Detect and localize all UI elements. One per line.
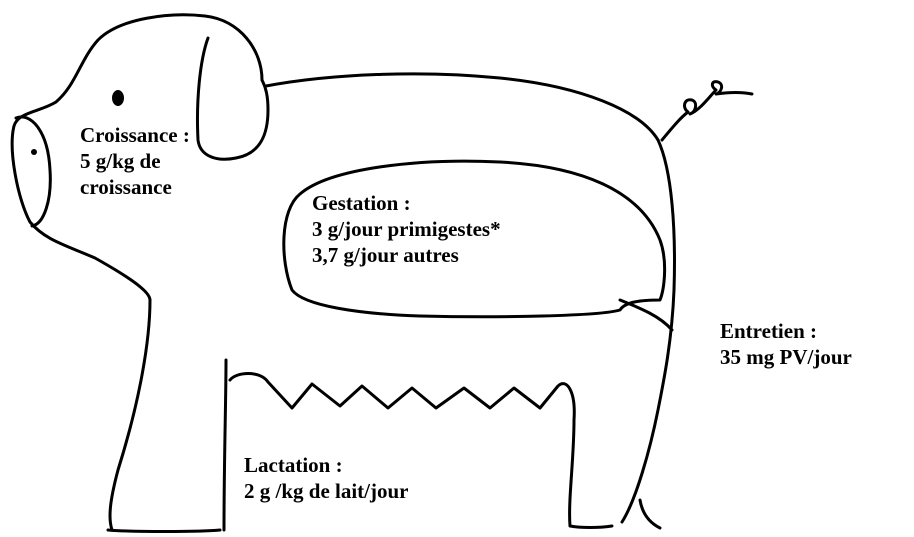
pig-snout-outline <box>16 117 50 226</box>
pig-udder-outline <box>230 374 574 421</box>
croissance-label: Croissance : 5 g/kg de croissance <box>80 122 190 200</box>
lactation-title: Lactation : <box>244 452 409 478</box>
lactation-line1: 2 g /kg de lait/jour <box>244 478 409 504</box>
entretien-line1: 35 mg PV/jour <box>720 344 852 370</box>
pig-tail <box>662 82 752 140</box>
pig-rear-leg-outline <box>640 500 660 528</box>
gestation-title: Gestation : <box>312 190 501 216</box>
croissance-title: Croissance : <box>80 122 190 148</box>
entretien-label: Entretien : 35 mg PV/jour <box>720 318 852 370</box>
pig-eye <box>112 90 124 106</box>
gestation-line1: 3 g/jour primigestes* <box>312 216 501 242</box>
pig-nostril <box>31 149 37 155</box>
pig-back-outline <box>266 74 658 140</box>
entretien-title: Entretien : <box>720 318 852 344</box>
pig-front-foot <box>108 530 220 532</box>
pig-hind-leg-inner <box>570 420 612 528</box>
gestation-line2: 3,7 g/jour autres <box>312 242 501 268</box>
croissance-line1: 5 g/kg de <box>80 148 190 174</box>
gestation-label: Gestation : 3 g/jour primigestes* 3,7 g/… <box>312 190 501 268</box>
croissance-line2: croissance <box>80 174 190 200</box>
pig-front-leg-outline <box>110 300 150 530</box>
pig-front-leg-inner <box>224 360 226 530</box>
lactation-label: Lactation : 2 g /kg de lait/jour <box>244 452 409 504</box>
pig-flank-line <box>620 300 672 330</box>
pig-rear-outline <box>622 140 674 522</box>
